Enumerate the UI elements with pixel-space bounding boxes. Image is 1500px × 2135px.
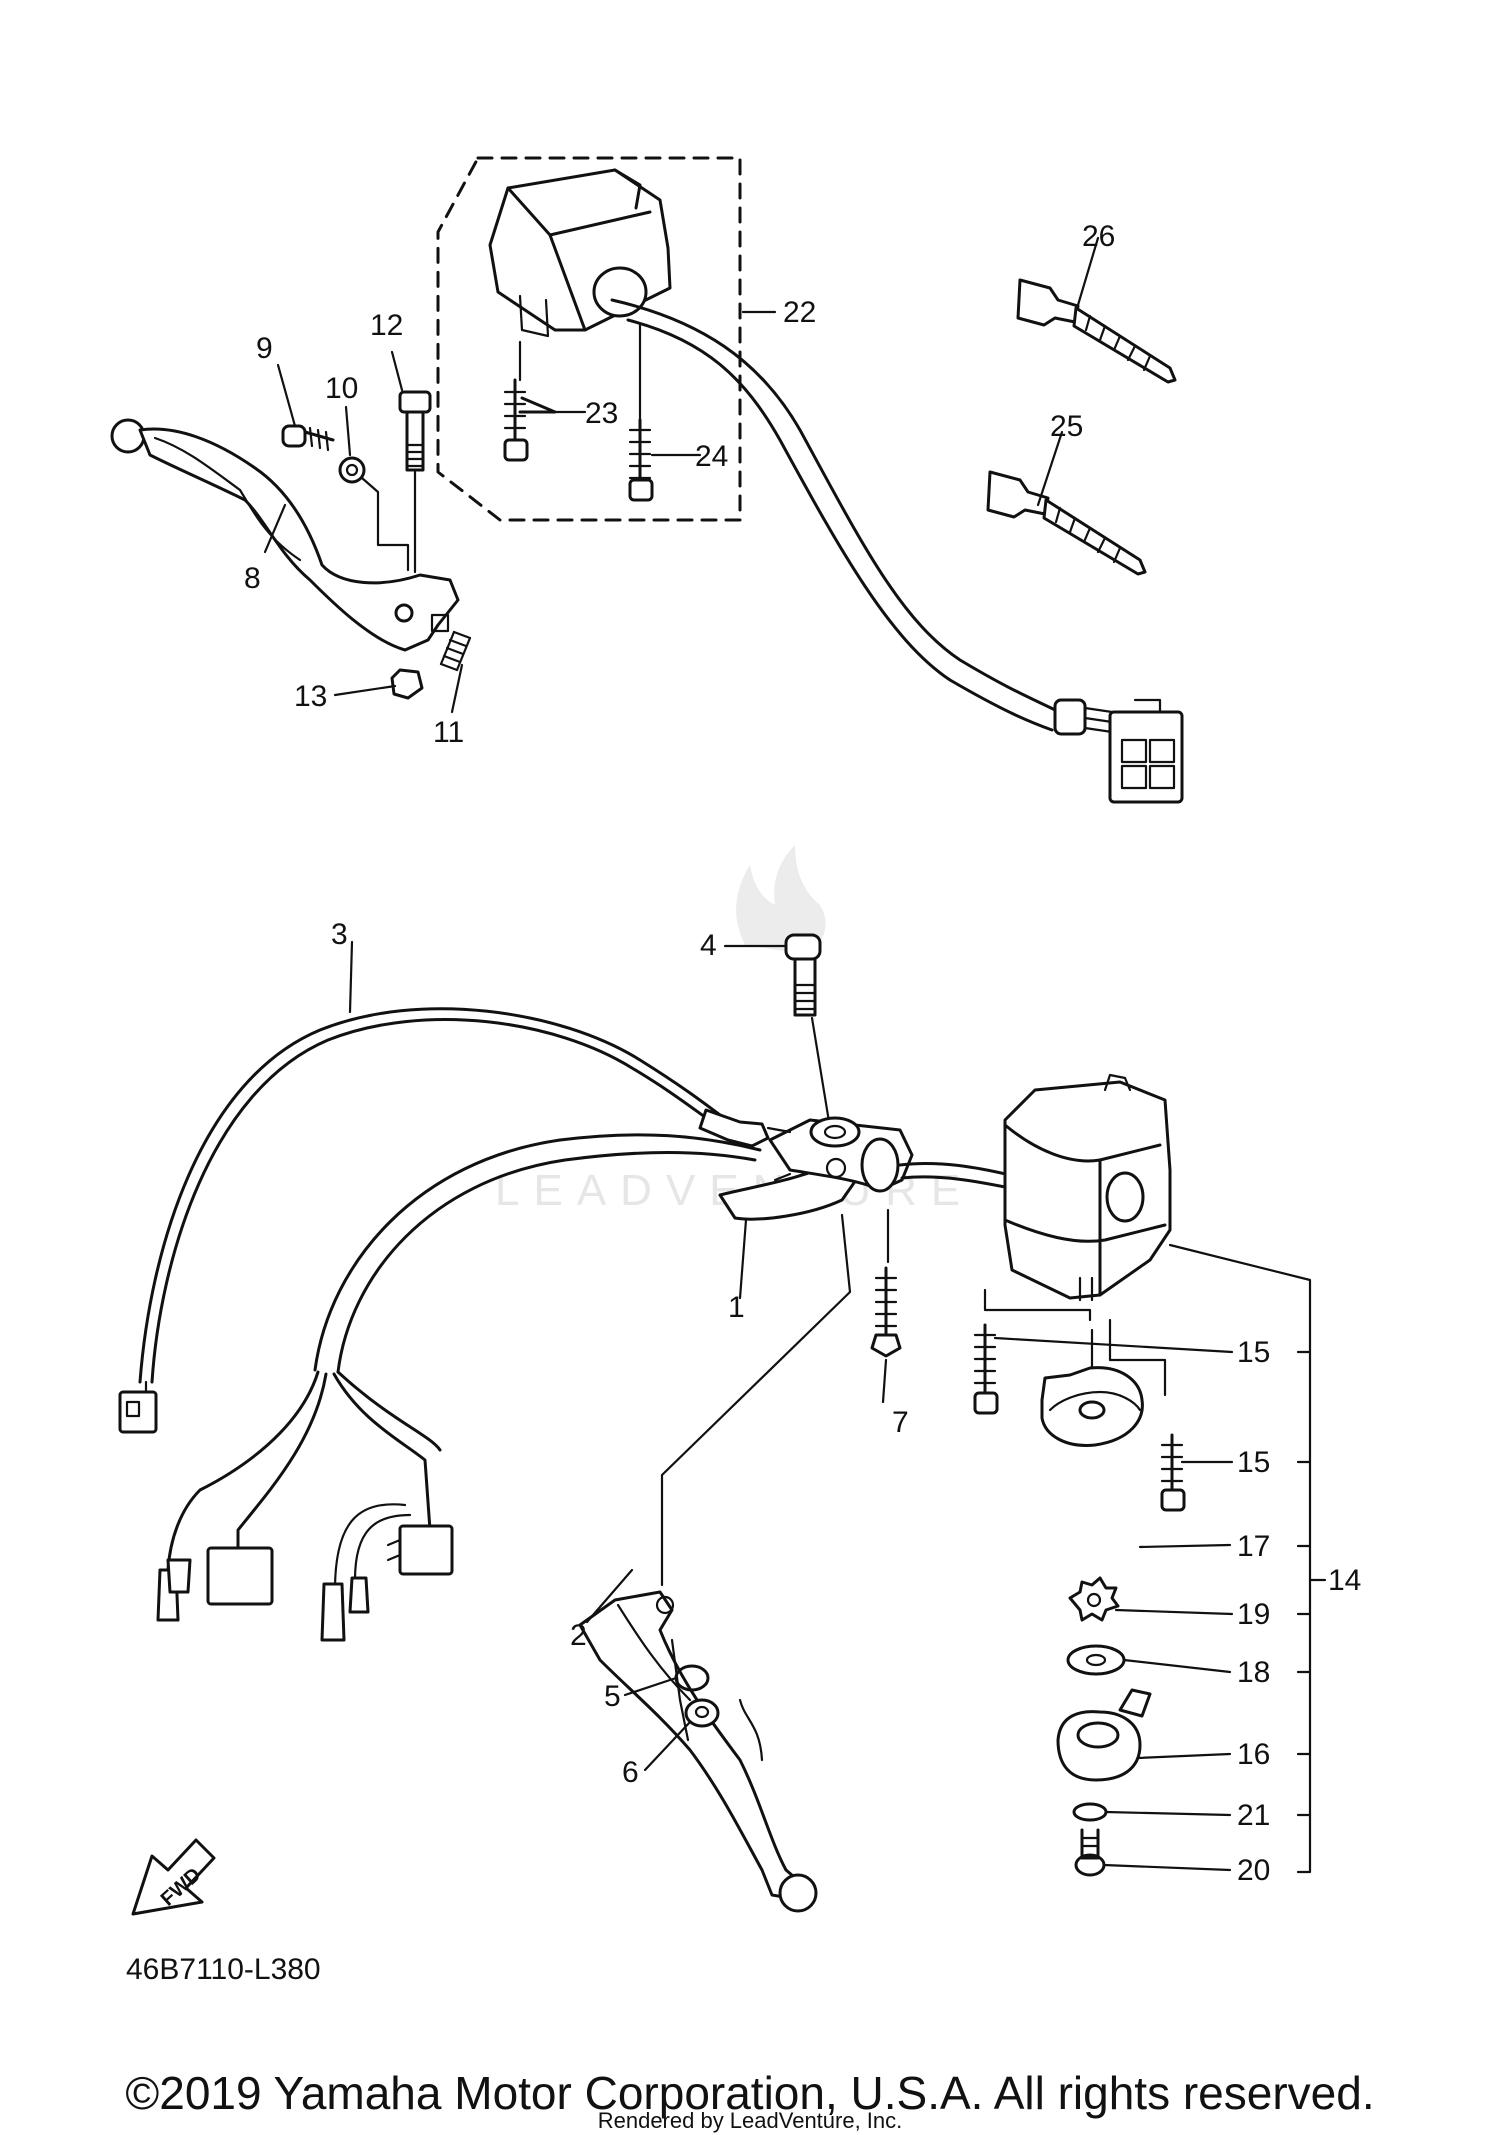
switch-housing-22 — [488, 168, 672, 338]
callout-23: 23 — [585, 397, 618, 430]
callout-15b: 15 — [1237, 1446, 1270, 1479]
leader-lines — [263, 236, 1327, 1874]
callout-7: 7 — [892, 1406, 909, 1439]
callout-8: 8 — [244, 562, 261, 595]
pivot-bolt-12 — [398, 390, 432, 472]
assembly-line-10 — [360, 476, 410, 572]
screw-15-b — [1160, 1433, 1186, 1512]
callout-14: 14 — [1328, 1564, 1361, 1597]
spring-11 — [439, 630, 472, 672]
screw-23 — [503, 378, 557, 462]
callout-19: 19 — [1237, 1598, 1270, 1631]
assembly-line-2 — [660, 1213, 852, 1587]
harness — [156, 1133, 1012, 1642]
callout-1: 1 — [728, 1291, 745, 1324]
callout-22: 22 — [783, 296, 816, 329]
callout-12: 12 — [370, 309, 403, 342]
callout-16: 16 — [1237, 1738, 1270, 1771]
callout-17: 17 — [1237, 1530, 1270, 1563]
callout-24: 24 — [695, 440, 728, 473]
switch-cable — [610, 298, 1184, 804]
cable-3 — [118, 1007, 792, 1434]
callout-6: 6 — [622, 1756, 639, 1789]
lever-bracket-1 — [718, 1116, 914, 1221]
diagram-code: 46B7110-L380 — [126, 1953, 321, 1986]
switch-cap-17 — [1040, 1366, 1144, 1447]
nut-10 — [338, 456, 366, 484]
bracket-15-b — [1108, 1318, 1167, 1397]
screw-20 — [1074, 1828, 1106, 1877]
callout-9: 9 — [256, 332, 273, 365]
washer-19 — [1068, 1576, 1120, 1622]
nut-13 — [390, 668, 424, 700]
callout-labels: 9 10 12 8 13 11 23 24 22 26 25 3 4 1 2 7… — [244, 220, 1361, 1887]
lever-8 — [110, 418, 460, 652]
callout-3: 3 — [331, 918, 348, 951]
washer-21 — [1072, 1802, 1108, 1822]
callout-11: 11 — [433, 716, 464, 749]
screw-15-a — [973, 1323, 999, 1415]
switch-housing-14 — [1003, 1073, 1172, 1302]
callout-26: 26 — [1082, 220, 1115, 253]
callout-25: 25 — [1050, 410, 1083, 443]
pivot-bolt-4 — [784, 933, 822, 1017]
bolt-9 — [281, 424, 335, 452]
fwd-arrow-icon: FWD — [131, 1838, 216, 1916]
callout-20: 20 — [1237, 1854, 1270, 1887]
lever-2 — [578, 1590, 818, 1913]
screw-24 — [628, 418, 654, 502]
callout-4: 4 — [700, 929, 717, 962]
copyright-notice: ©2019 Yamaha Motor Corporation, U.S.A. A… — [125, 2067, 1375, 2119]
cable-tie-25 — [986, 470, 1147, 576]
knob-16 — [1056, 1688, 1152, 1782]
callout-21: 21 — [1237, 1799, 1270, 1832]
callout-10: 10 — [325, 372, 358, 405]
bracket-15-a — [983, 1288, 1092, 1322]
callout-5: 5 — [604, 1680, 621, 1713]
screw-7 — [870, 1266, 902, 1358]
callout-18: 18 — [1237, 1656, 1270, 1689]
rendered-by-notice: Rendered by LeadVenture, Inc. — [597, 2108, 903, 2133]
nut-6 — [684, 1698, 720, 1728]
cable-tie-26 — [1016, 278, 1177, 384]
callout-15a: 15 — [1237, 1336, 1270, 1369]
assembly-22-outline — [436, 156, 742, 522]
washer-18 — [1066, 1644, 1126, 1676]
callout-2: 2 — [570, 1619, 587, 1652]
callout-13: 13 — [294, 680, 327, 713]
